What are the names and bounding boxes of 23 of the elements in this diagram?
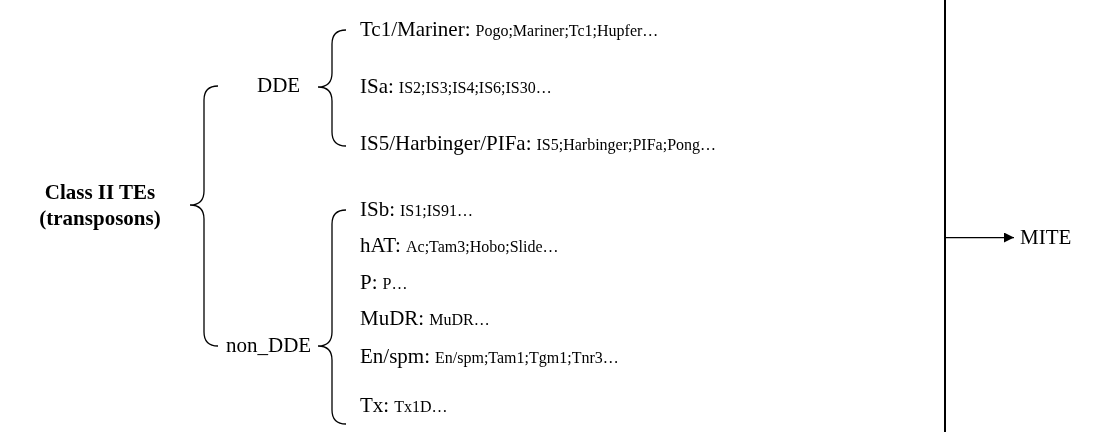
- family-name: ISb:: [360, 197, 395, 221]
- family-name: IS5/Harbinger/PIFa:: [360, 131, 532, 155]
- member-list: P…: [382, 275, 408, 292]
- group-label: DDE: [257, 73, 301, 97]
- family-name: ISa:: [360, 74, 394, 98]
- group-label: non_DDE: [226, 333, 312, 357]
- member-list: En/spm;Tam1;Tgm1;Tnr3…: [435, 349, 619, 366]
- arrow: [945, 232, 1015, 243]
- family-name: Tc1/Mariner:: [360, 17, 471, 41]
- member-list: IS5;Harbinger;PIFa;Pong…: [536, 136, 717, 153]
- family-name: MuDR:: [360, 306, 425, 330]
- family-name: hAT:: [360, 233, 401, 257]
- family-name: Tx:: [360, 393, 390, 417]
- member-list: IS2;IS3;IS4;IS6;IS30…: [398, 79, 552, 96]
- member-list: MuDR…: [429, 311, 490, 328]
- member-list: Pogo;Mariner;Tc1;Hupfer…: [475, 22, 659, 39]
- member-list: Tx1D…: [394, 398, 448, 415]
- group-label: MITE: [1020, 225, 1072, 249]
- family-name: En/spm:: [360, 344, 430, 368]
- family-name: P:: [360, 270, 378, 294]
- class-label: Class II TEs (transposons): [38, 179, 162, 232]
- member-list: IS1;IS91…: [400, 202, 473, 219]
- member-list: Ac;Tam3;Hobo;Slide…: [405, 238, 559, 255]
